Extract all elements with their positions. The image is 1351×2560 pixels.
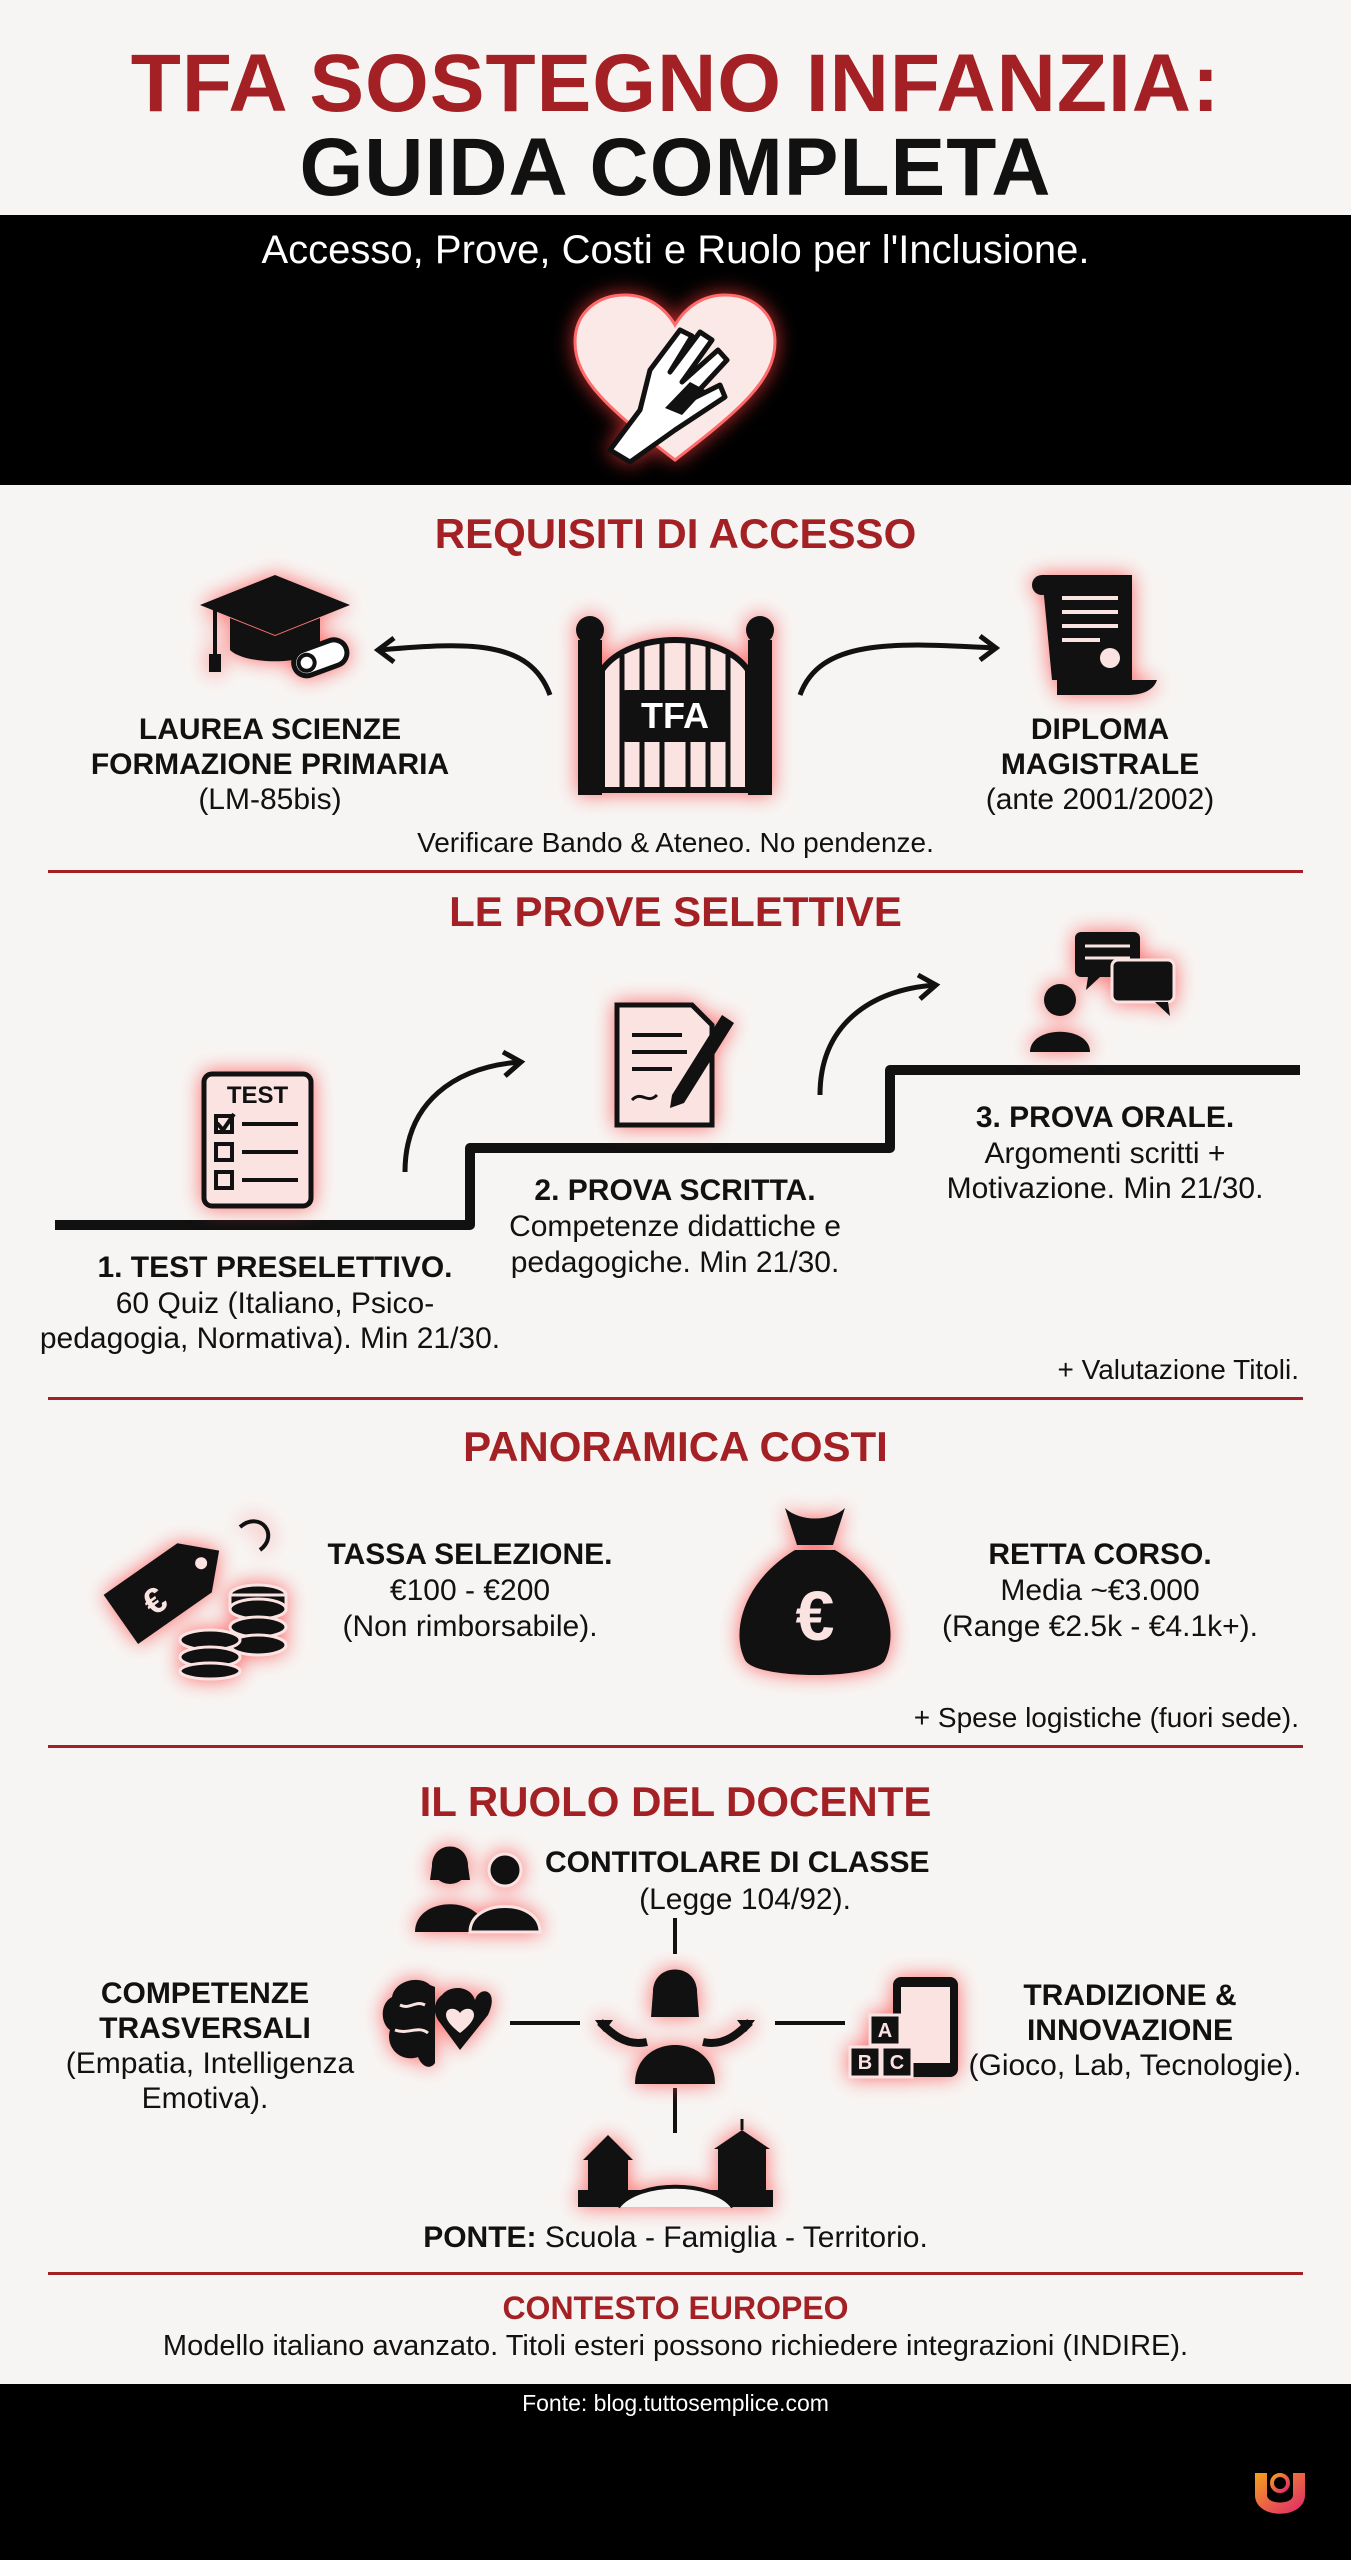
money-bag-icon: € bbox=[739, 1508, 891, 1675]
heart-hands-icon bbox=[573, 293, 777, 465]
blocks-tablet-icon bbox=[848, 1977, 958, 2079]
step1-line1: 60 Quiz (Italiano, Psico- bbox=[115, 1287, 435, 1320]
bridge-buildings-icon bbox=[578, 2119, 773, 2209]
section-title-europa: CONTESTO EUROPEO bbox=[502, 2290, 849, 2326]
teacher-balance-icon bbox=[595, 1969, 755, 2084]
req-right-note: (ante 2001/2002) bbox=[985, 783, 1215, 816]
req-footnote: Verificare Bando & Ateneo. No pendenze. bbox=[417, 827, 934, 858]
section-divider bbox=[48, 1397, 1303, 1400]
section-title-requisiti: REQUISITI DI ACCESSO bbox=[434, 510, 917, 557]
section-title-ruolo: IL RUOLO DEL DOCENTE bbox=[419, 1778, 932, 1825]
step-arrow-icon bbox=[817, 972, 941, 1096]
req-left-line2: FORMAZIONE PRIMARIA bbox=[90, 748, 450, 781]
ruolo-right-line2: INNOVAZIONE bbox=[1026, 2014, 1234, 2047]
ruolo-left-line4: Emotiva). bbox=[141, 2082, 269, 2115]
speech-person-icon bbox=[1030, 932, 1176, 1052]
test-checklist-icon bbox=[201, 1071, 314, 1209]
gate-icon bbox=[576, 616, 774, 795]
price-tag-coins-icon: € bbox=[103, 1519, 288, 1681]
step1-line2: pedagogia, Normativa). Min 21/30. bbox=[39, 1322, 501, 1355]
section-divider bbox=[48, 1745, 1303, 1748]
ruolo-right-line1: TRADIZIONE & bbox=[1023, 1979, 1237, 2012]
ruolo-left-line3: (Empatia, Intelligenza bbox=[65, 2047, 355, 2080]
step3-title: 3. PROVA ORALE. bbox=[975, 1101, 1235, 1134]
req-right-line1: DIPLOMA bbox=[1030, 713, 1170, 746]
gate-label: TFA bbox=[641, 695, 709, 736]
graduation-cap-icon bbox=[200, 575, 350, 679]
ruolo-right-line3: (Gioco, Lab, Tecnologie). bbox=[968, 2049, 1302, 2082]
section-divider bbox=[48, 870, 1303, 873]
test-icon-label: TEST bbox=[226, 1082, 289, 1109]
prove-footnote: + Valutazione Titoli. bbox=[1057, 1354, 1299, 1385]
two-people-icon bbox=[415, 1846, 542, 1934]
arrow-left-icon bbox=[373, 636, 553, 696]
req-right-line2: MAGISTRALE bbox=[1000, 748, 1200, 781]
diploma-scroll-icon bbox=[1032, 575, 1157, 695]
retta-title: RETTA CORSO. bbox=[988, 1538, 1212, 1571]
brand-logo-icon bbox=[1255, 2473, 1305, 2514]
tassa-title: TASSA SELEZIONE. bbox=[327, 1538, 613, 1571]
brain-heart-icon bbox=[382, 1979, 492, 2067]
step-arrow-icon bbox=[402, 1049, 526, 1173]
step2-line1: Competenze didattiche e bbox=[509, 1210, 841, 1243]
footer-bar bbox=[0, 2384, 1351, 2560]
europa-text: Modello italiano avanzato. Titoli esteri… bbox=[162, 2330, 1189, 2362]
block-letter-c: C bbox=[889, 2052, 905, 2074]
ruolo-top-title: CONTITOLARE DI CLASSE bbox=[545, 1846, 930, 1879]
req-left-note: (LM-85bis) bbox=[198, 783, 342, 816]
step1-title: 1. TEST PRESELETTIVO. bbox=[97, 1251, 453, 1284]
section-title-costi: PANORAMICA COSTI bbox=[463, 1423, 888, 1470]
page-title-line2: GUIDA COMPLETA bbox=[299, 122, 1052, 213]
block-letter-a: A bbox=[877, 2020, 893, 2042]
tassa-line2: (Non rimborsabile). bbox=[342, 1610, 598, 1643]
arrow-right-icon bbox=[797, 634, 1001, 696]
step3-line2: Motivazione. Min 21/30. bbox=[946, 1172, 1264, 1205]
document-pen-icon bbox=[614, 1002, 734, 1128]
ruolo-top-note: (Legge 104/92). bbox=[639, 1883, 851, 1916]
svg-text:€: € bbox=[796, 1577, 835, 1655]
req-left-line1: LAUREA SCIENZE bbox=[138, 713, 402, 746]
section-divider bbox=[48, 2272, 1303, 2275]
ruolo-bottom: PONTE: Scuola - Famiglia - Territorio. bbox=[0, 2220, 1351, 2256]
block-letter-b: B bbox=[857, 2052, 873, 2074]
steps-line bbox=[55, 1065, 1300, 1230]
page-subtitle: Accesso, Prove, Costi e Ruolo per l'Incl… bbox=[261, 228, 1090, 272]
step2-title: 2. PROVA SCRITTA. bbox=[534, 1174, 816, 1207]
retta-line2: (Range €2.5k - €4.1k+). bbox=[941, 1610, 1258, 1643]
costi-footnote: + Spese logistiche (fuori sede). bbox=[913, 1702, 1299, 1733]
ruolo-left-line2: TRASVERSALI bbox=[99, 2012, 311, 2045]
ruolo-left-line1: COMPETENZE bbox=[100, 1977, 310, 2010]
tassa-line1: €100 - €200 bbox=[389, 1574, 551, 1607]
footer-source: Fonte: blog.tuttosemplice.com bbox=[522, 2390, 829, 2416]
ruolo-bottom-text: Scuola - Famiglia - Territorio. bbox=[536, 2221, 928, 2254]
retta-line1: Media ~€3.000 bbox=[1000, 1574, 1200, 1607]
section-title-prove: LE PROVE SELETTIVE bbox=[449, 888, 902, 935]
ruolo-bottom-bold: PONTE: bbox=[423, 2221, 537, 2254]
step2-line2: pedagogiche. Min 21/30. bbox=[510, 1246, 840, 1279]
connector-lines bbox=[673, 1918, 677, 2133]
connector-lines bbox=[510, 2021, 845, 2025]
page-title-line1: TFA SOSTEGNO INFANZIA: bbox=[130, 38, 1221, 129]
step3-line1: Argomenti scritti + bbox=[984, 1137, 1226, 1170]
